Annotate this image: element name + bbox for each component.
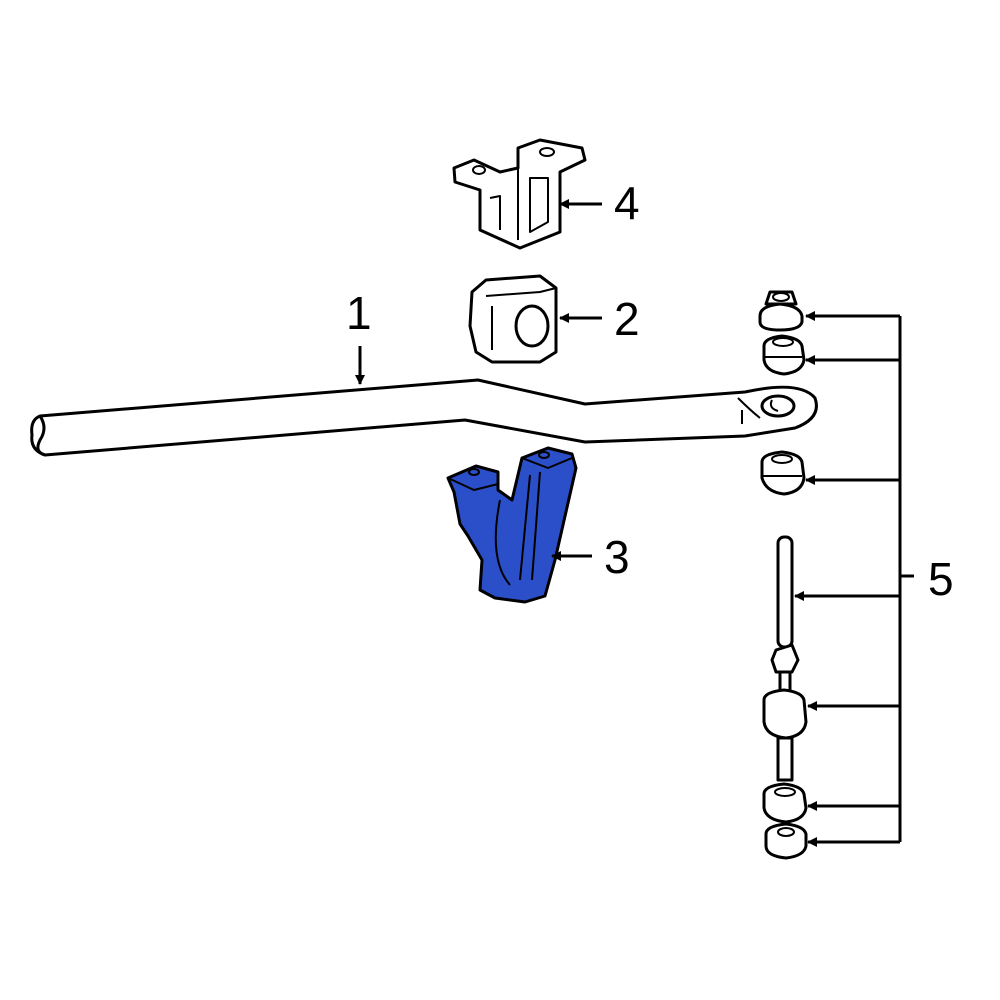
stabilizer-bar[interactable]: [30, 378, 818, 457]
callout-2: 2: [614, 293, 640, 345]
callout-3: 3: [604, 531, 630, 583]
callout-5: 5: [928, 553, 954, 605]
leader-lines: [355, 199, 914, 847]
bushing[interactable]: [468, 274, 558, 364]
lower-bracket[interactable]: [446, 446, 578, 604]
callout-1: 1: [346, 287, 372, 339]
link-kit-components[interactable]: [758, 290, 808, 860]
callout-4: 4: [614, 177, 640, 229]
upper-bracket[interactable]: [452, 138, 587, 250]
